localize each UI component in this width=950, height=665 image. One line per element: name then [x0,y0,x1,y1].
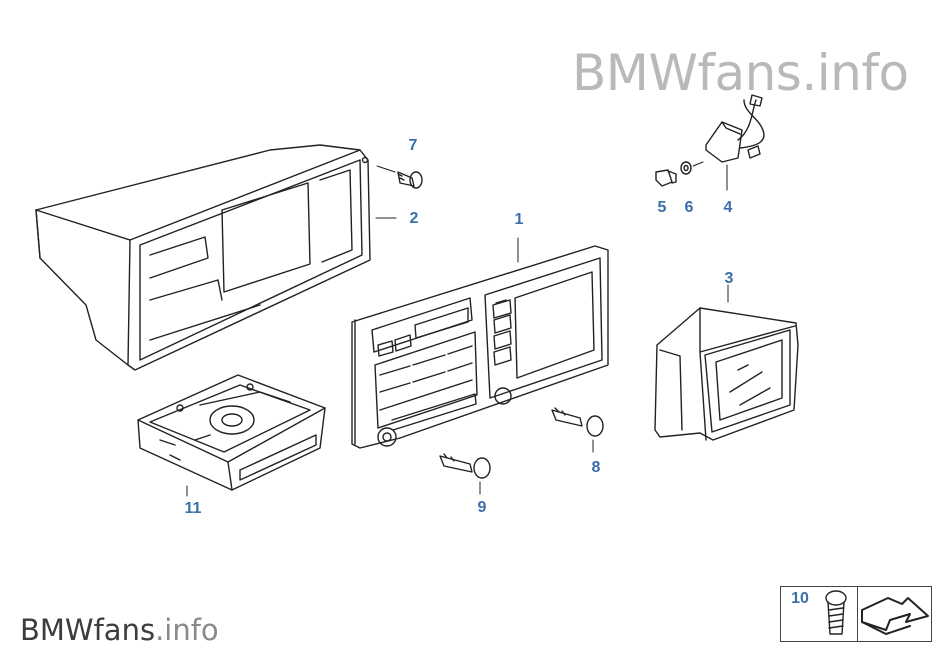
callout-9[interactable]: 9 [477,499,487,516]
legend-box [780,586,932,642]
part-4-module[interactable] [705,94,765,191]
part-7-screw[interactable] [376,165,423,189]
part-5-bolt[interactable] [655,169,677,187]
watermark-top: BMWfans.info [572,44,909,102]
callout-7[interactable]: 7 [408,137,418,154]
callout-2[interactable]: 2 [409,210,419,227]
part-9-knob[interactable] [439,453,491,495]
callout-6[interactable]: 6 [684,199,694,216]
callout-1[interactable]: 1 [514,211,524,228]
part-1-control-panel[interactable] [351,245,609,449]
part-8-knob[interactable] [551,407,604,453]
arrow-symbol-icon [861,597,929,635]
part-3-display[interactable] [654,284,799,441]
callout-4[interactable]: 4 [723,199,733,216]
watermark-bottom-suffix: .info [155,613,219,647]
watermark-bottom-main: BMWfans [20,613,156,647]
part-10-screw-icon[interactable] [825,590,847,635]
callout-8[interactable]: 8 [591,459,601,476]
callout-5[interactable]: 5 [657,199,667,216]
callout-3[interactable]: 3 [724,270,734,287]
part-6-washer[interactable] [680,161,704,175]
part-2-housing[interactable] [35,144,371,371]
watermark-bottom: BMWfans.info [20,613,219,647]
callout-10[interactable]: 10 [791,590,809,607]
legend-divider [857,586,858,642]
part-11-cd-drive[interactable] [137,374,326,497]
callout-11[interactable]: 11 [184,500,202,517]
